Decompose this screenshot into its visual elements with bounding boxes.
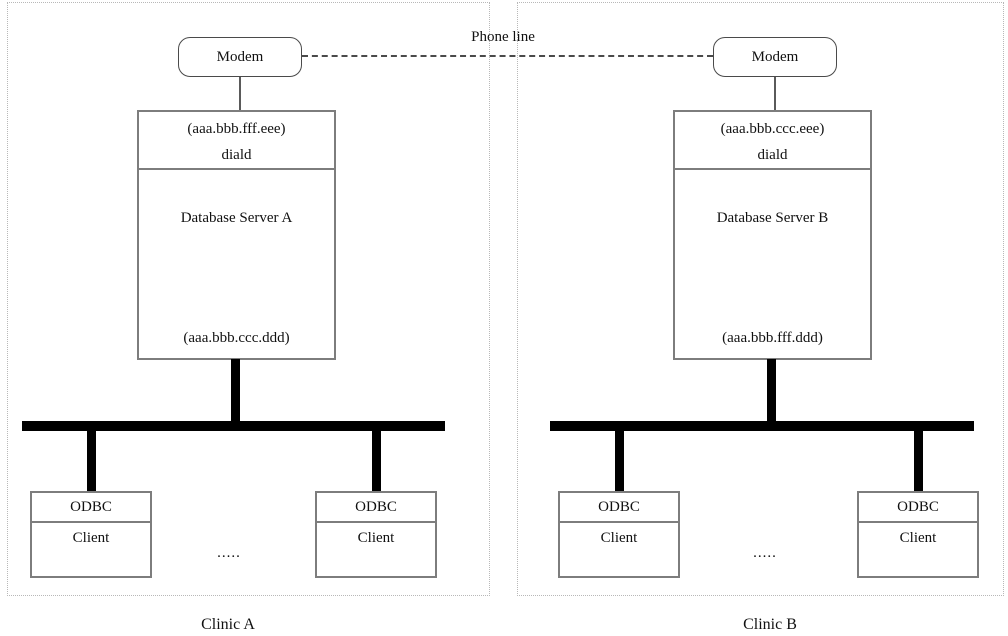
server-b-name: Database Server B [716,210,829,226]
modem-a: Modem [178,37,302,77]
server-a-daemon: diald [221,146,252,163]
clinic-b-client-2-protocol: ODBC [859,493,977,523]
clinic-b-client-1-protocol: ODBC [560,493,678,523]
clinic-a-client-2-role: Client [357,530,395,546]
server-b-lan-ip: (aaa.bbb.fff.ddd) [722,330,823,346]
server-a-lan-ip: (aaa.bbb.ccc.ddd) [183,330,290,346]
clinic-a-client-1-bus-link [87,430,96,492]
clinic-b-client-1-role: Client [600,530,638,546]
clinic-b-client-1: ODBC Client [558,491,680,578]
clinic-b-more-clients-ellipsis: ..... [753,545,777,561]
clinic-a-client-1: ODBC Client [30,491,152,578]
server-b-wan-ip: (aaa.bbb.ccc.eee) [720,120,825,137]
clinic-b-boundary [517,2,1004,596]
clinic-a-boundary [7,2,490,596]
server-b-daemon: diald [757,146,788,163]
server-a-wan-section: (aaa.bbb.fff.eee) diald [139,112,334,170]
clinic-b-client-2-role: Client [899,530,937,546]
clinic-b-client-2-bus-link [914,430,923,492]
modem-a-server-a-link [239,77,241,110]
modem-a-label: Modem [216,48,264,65]
modem-b-server-b-link [774,77,776,110]
database-server-b: (aaa.bbb.ccc.eee) diald Database Server … [673,110,872,360]
server-a-wan-ip: (aaa.bbb.fff.eee) [187,120,286,137]
clinic-a-network-bus [22,421,445,431]
clinic-b-caption: Clinic B [743,616,797,633]
clinic-a-client-2: ODBC Client [315,491,437,578]
clinic-a-client-1-protocol: ODBC [32,493,150,523]
phone-line-connection [302,55,713,57]
server-a-body: Database Server A (aaa.bbb.ccc.ddd) [139,170,334,356]
modem-b: Modem [713,37,837,77]
server-a-name: Database Server A [180,210,293,226]
server-b-bus-link [767,359,776,421]
server-b-body: Database Server B (aaa.bbb.fff.ddd) [675,170,870,356]
clinic-a-client-1-role: Client [72,530,110,546]
server-a-bus-link [231,359,240,421]
phone-line-label: Phone line [471,29,535,45]
database-server-a: (aaa.bbb.fff.eee) diald Database Server … [137,110,336,360]
modem-b-label: Modem [751,48,799,65]
clinic-a-more-clients-ellipsis: ..... [217,545,241,561]
clinic-a-caption: Clinic A [201,616,255,633]
clinic-a-client-2-bus-link [372,430,381,492]
clinic-b-network-bus [550,421,974,431]
clinic-b-client-2: ODBC Client [857,491,979,578]
server-b-wan-section: (aaa.bbb.ccc.eee) diald [675,112,870,170]
clinic-b-client-1-bus-link [615,430,624,492]
clinic-a-client-2-protocol: ODBC [317,493,435,523]
